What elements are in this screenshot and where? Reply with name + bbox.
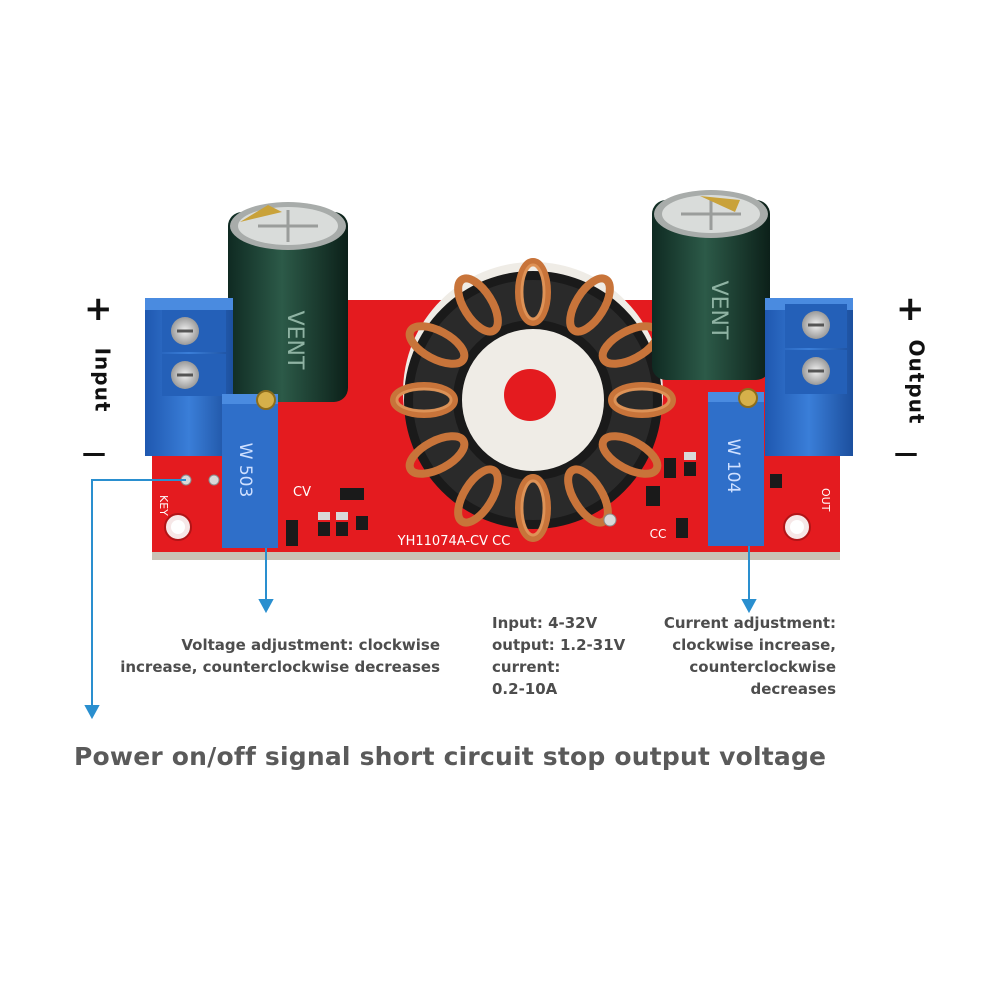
- svg-text:W 104: W 104: [723, 439, 743, 494]
- specs-note: Input: 4-32V output: 1.2-31V current: 0.…: [492, 614, 626, 698]
- annotation-arrows: [84, 479, 757, 720]
- input-label: Input: [90, 347, 115, 413]
- mount-hole: [171, 520, 185, 534]
- output-plus-sign: +: [896, 289, 925, 329]
- headline: Power on/off signal short circuit stop o…: [74, 742, 827, 771]
- voltage-potentiometer: W 503: [222, 390, 278, 548]
- output-label: Output: [904, 339, 929, 425]
- power-signal-arrow: [91, 479, 186, 706]
- key-label: KEY: [157, 495, 170, 516]
- capacitor-left: VENT: [228, 202, 348, 402]
- smd-components: [286, 458, 782, 546]
- model-label: YH11074A-CV CC: [397, 534, 511, 549]
- input-plus-sign: +: [84, 289, 113, 329]
- input-terminal-block: [145, 298, 233, 456]
- cv-label: CV: [293, 485, 311, 500]
- toroid-inductor: [390, 258, 676, 542]
- output-minus-sign: —: [894, 439, 918, 467]
- input-minus-sign: —: [82, 439, 106, 467]
- cc-label: CC: [650, 527, 667, 541]
- capacitor-right: VENT: [652, 190, 770, 380]
- svg-text:VENT: VENT: [282, 311, 307, 370]
- svg-text:VENT: VENT: [706, 281, 731, 340]
- current-potentiometer: W 104: [708, 388, 764, 546]
- voltage-adjust-note: Voltage adjustment: clockwise increase, …: [120, 636, 440, 676]
- svg-text:W 503: W 503: [235, 443, 255, 498]
- output-terminal-block: [765, 298, 853, 456]
- out-label: OUT: [819, 488, 832, 512]
- mount-hole: [790, 520, 804, 534]
- current-adjust-note: Current adjustment: clockwise increase, …: [663, 614, 836, 698]
